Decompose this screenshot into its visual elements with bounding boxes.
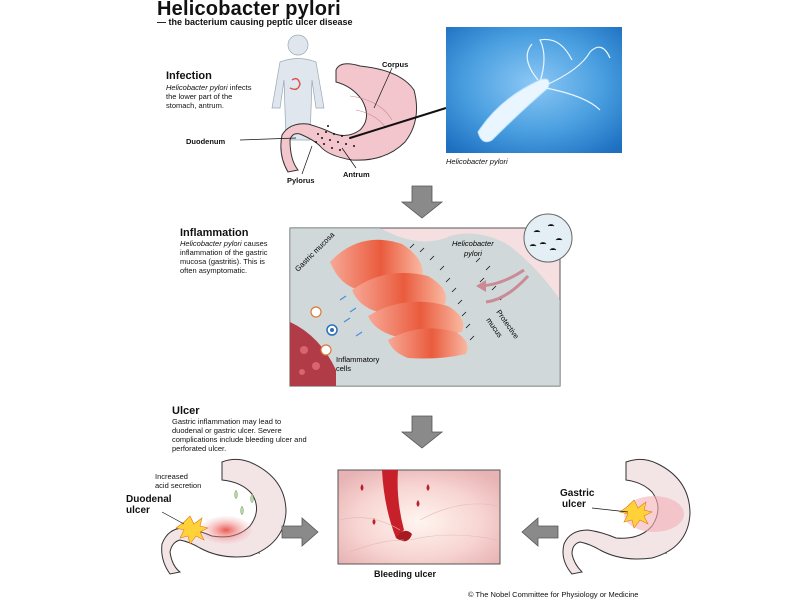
down-arrow-1 xyxy=(400,185,444,219)
duodenal-ulcer-label: ulcer xyxy=(126,505,150,516)
hp-label-line2: pylori xyxy=(463,249,482,258)
infection-heading: Infection xyxy=(166,70,212,82)
left-arrow xyxy=(521,517,559,547)
right-arrow xyxy=(281,517,319,547)
inflammation-heading: Inflammation xyxy=(180,227,249,239)
bleeding-ulcer-caption: Bleeding ulcer xyxy=(374,569,437,579)
infection-description: Helicobacter pylori infects the lower pa… xyxy=(166,83,262,110)
stomach-illustration xyxy=(239,63,447,175)
inflammation-description-text: causes inflammation of the gastric mucos… xyxy=(180,239,268,275)
micrograph-caption: Helicobacter pylori xyxy=(446,157,508,166)
corpus-label: Corpus xyxy=(382,60,409,69)
antrum-label: Antrum xyxy=(343,170,370,179)
protective-label: Protective xyxy=(494,308,521,340)
duodenum-label: Duodenum xyxy=(186,137,226,146)
gastric-label: Gastric xyxy=(560,488,595,499)
bleeding-ulcer-panel xyxy=(337,469,501,565)
copyright-footer: © The Nobel Committee for Physiology or … xyxy=(468,590,639,599)
ulcer-description: Gastric inflammation may lead to duodena… xyxy=(172,417,307,453)
page-title: Helicobacter pylori xyxy=(157,0,341,20)
cells-label: cells xyxy=(336,364,351,373)
pylorus-label: Pylorus xyxy=(287,176,315,185)
inflammation-panel: Gastric mucosa Helicobacter pylori Prote… xyxy=(289,213,573,387)
human-silhouette xyxy=(271,34,325,141)
page-subtitle: — the bacterium causing peptic ulcer dis… xyxy=(157,17,353,27)
ulcer-heading: Ulcer xyxy=(172,405,200,417)
duodenal-inflammation-label: Inflammation xyxy=(217,547,260,556)
hp-label-line1: Helicobacter xyxy=(452,239,494,248)
duodenal-label: Duodenal xyxy=(126,494,172,505)
increased-label: Increased xyxy=(155,472,188,481)
gastric-mucosa-label: Gastric mucosa xyxy=(293,230,337,274)
gastric-inflammation-label: Inflammation xyxy=(624,547,667,556)
acid-secretion-label: acid secretion xyxy=(155,481,202,490)
gastric-ulcer-stomach xyxy=(562,458,691,575)
inflammation-description: Helicobacter pylori causes inflammation … xyxy=(180,239,280,275)
down-arrow-2 xyxy=(400,415,444,449)
bacterium-micrograph xyxy=(446,27,622,153)
infection-species-name: Helicobacter pylori xyxy=(166,83,228,92)
gastric-ulcer-label: ulcer xyxy=(562,499,586,510)
mucus-label: mucus xyxy=(484,316,504,339)
inflammatory-label: Inflammatory xyxy=(336,355,380,364)
inflammation-species-name: Helicobacter pylori xyxy=(180,239,242,248)
infection-description-text: infects the lower part of the stomach, a… xyxy=(166,83,252,110)
